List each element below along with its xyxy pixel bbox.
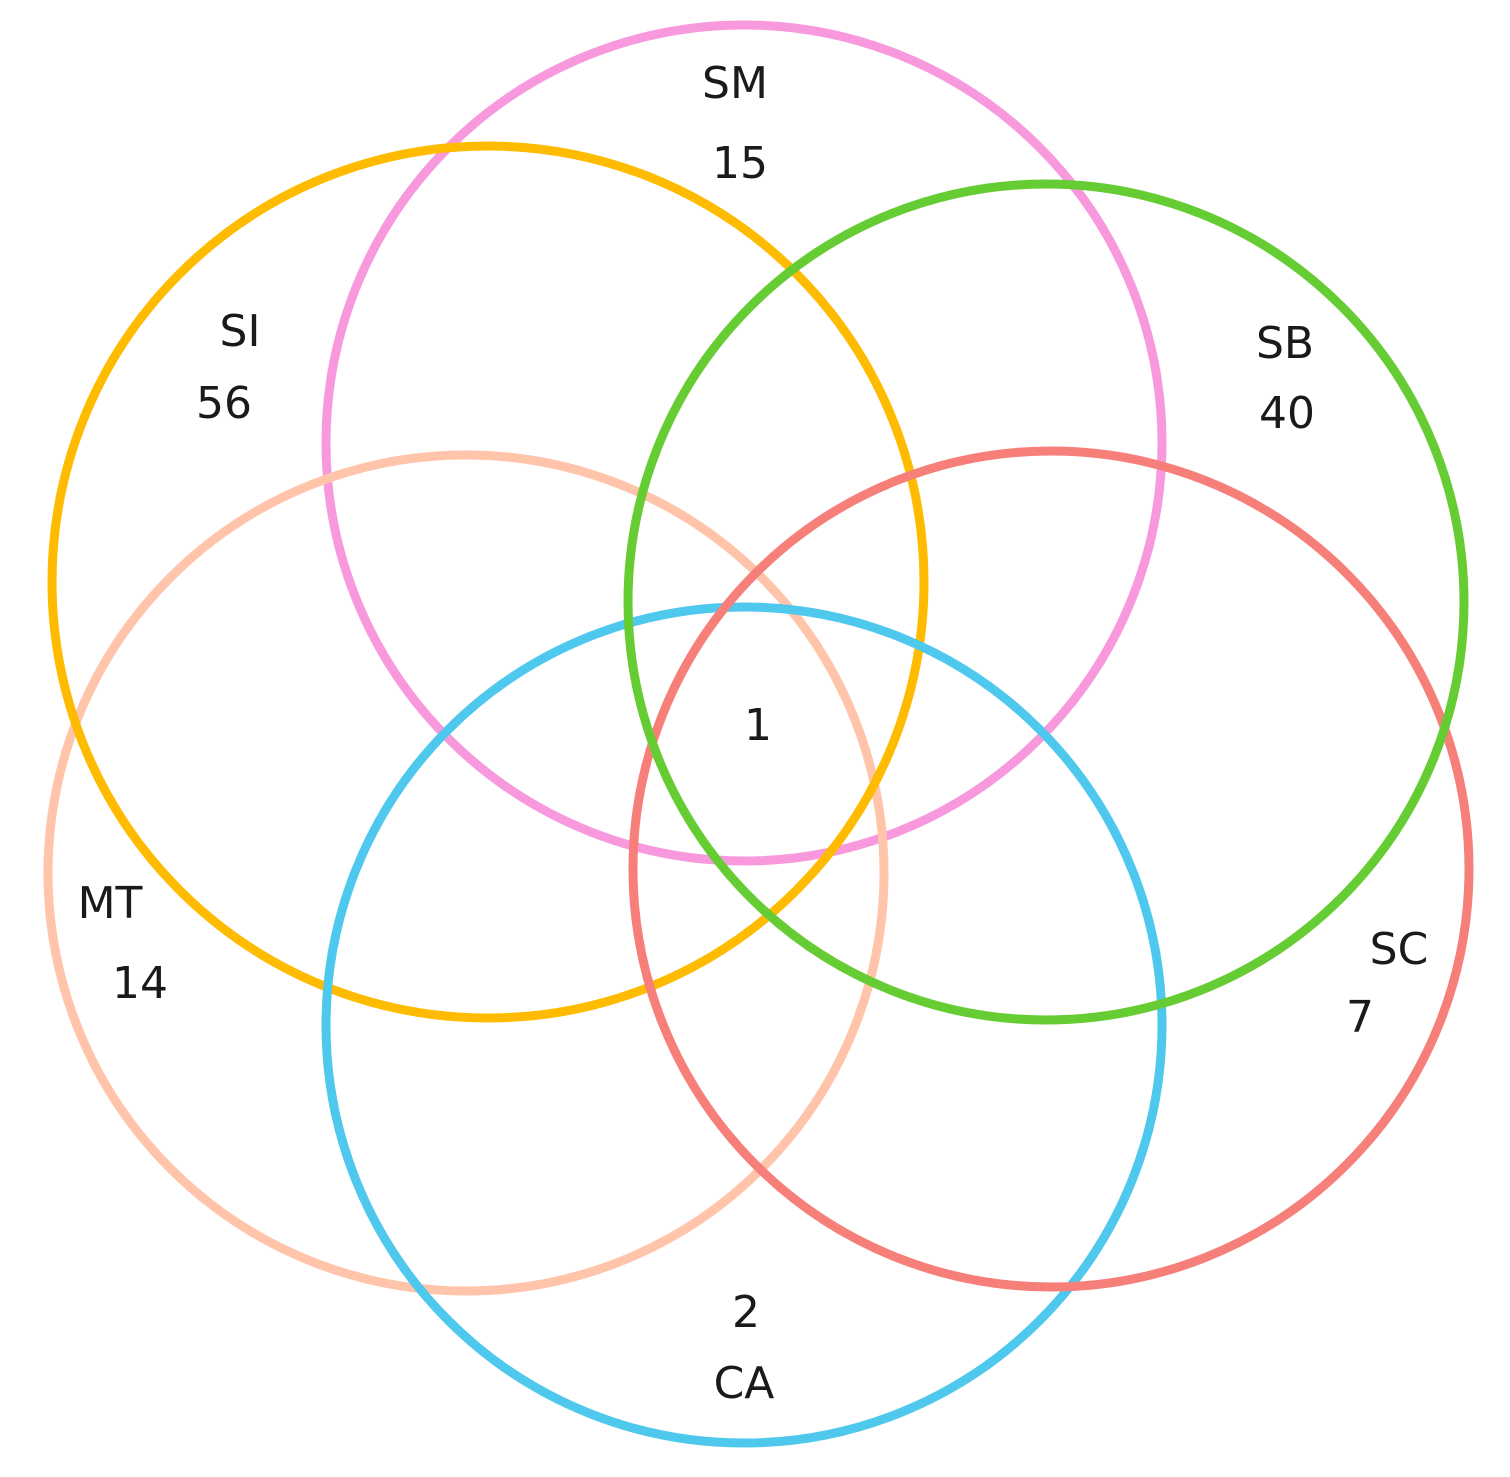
circle-ca	[321, 602, 1167, 1448]
set-label-mt: MT	[78, 878, 143, 929]
set-label-sb: SB	[1256, 318, 1314, 369]
intersection-all-count: 1	[744, 700, 772, 751]
set-count-si: 56	[196, 378, 252, 429]
set-count-sb: 40	[1259, 388, 1315, 439]
set-count-ca: 2	[732, 1287, 760, 1338]
circle-si	[47, 141, 929, 1023]
set-count-sc: 7	[1346, 992, 1374, 1043]
set-label-sc: SC	[1370, 924, 1429, 975]
circle-sb	[623, 179, 1469, 1025]
set-label-si: SI	[220, 306, 261, 357]
circle-sc	[628, 446, 1474, 1292]
set-count-sm: 15	[712, 138, 768, 189]
set-count-mt: 14	[112, 958, 168, 1009]
circle-sm	[321, 20, 1167, 866]
set-label-sm: SM	[702, 58, 768, 109]
circle-mt	[43, 450, 889, 1296]
set-label-ca: CA	[714, 1358, 775, 1409]
